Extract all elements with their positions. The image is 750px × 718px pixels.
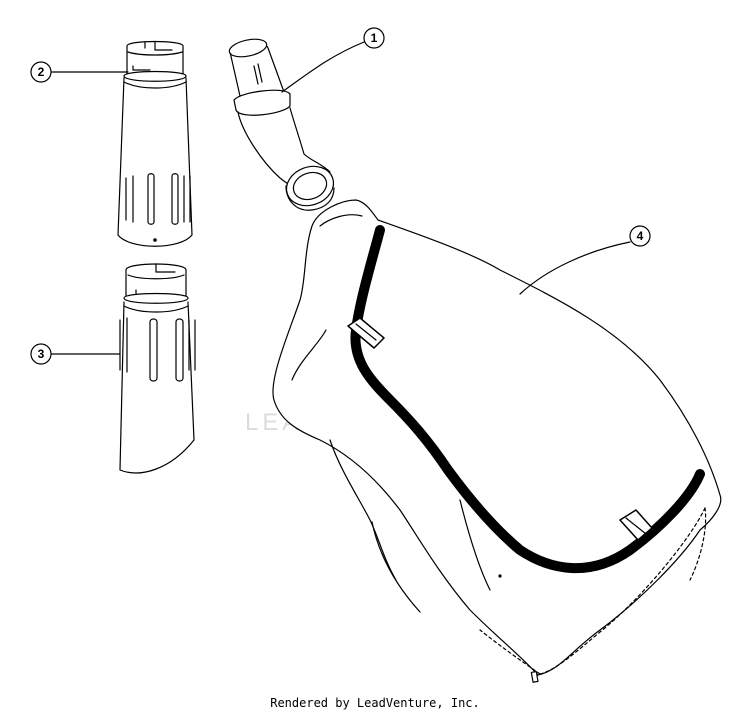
callout-1-leader <box>281 41 365 93</box>
part-4-collection-bag <box>272 199 722 683</box>
callout-4: 4 <box>629 225 651 247</box>
callout-4-leader <box>519 241 631 295</box>
callout-1-number: 1 <box>371 31 378 45</box>
callout-3-number: 3 <box>38 347 45 361</box>
callout-2: 2 <box>30 61 52 83</box>
rendered-by-footer: Rendered by LeadVenture, Inc. <box>270 696 480 710</box>
callout-1: 1 <box>363 27 385 49</box>
callout-4-number: 4 <box>637 229 644 243</box>
callout-3: 3 <box>30 343 52 365</box>
part-3-nozzle <box>119 263 196 474</box>
part-1-elbow-tube <box>228 38 335 211</box>
callout-2-number: 2 <box>38 65 45 79</box>
part-2-nozzle <box>117 40 193 247</box>
